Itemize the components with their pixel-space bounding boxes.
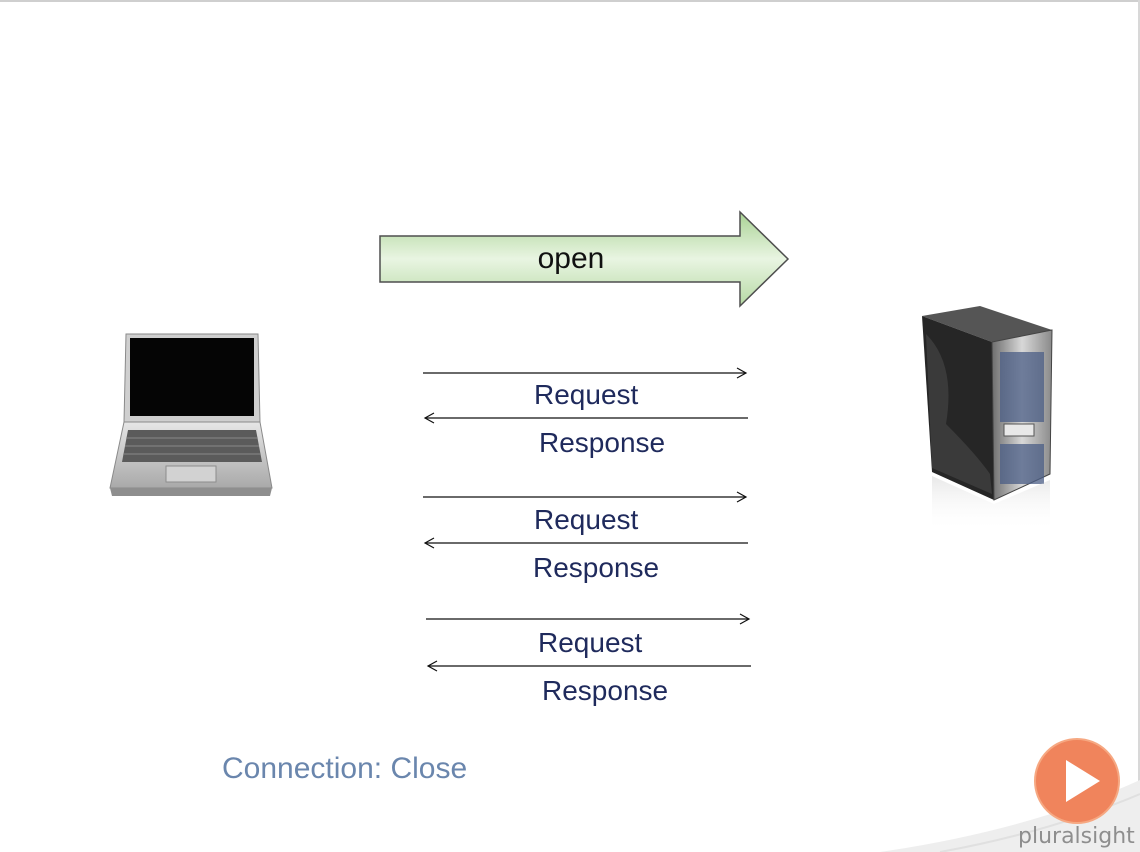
response-label: Response — [533, 552, 660, 583]
connection-close-note: Connection: Close — [222, 752, 468, 785]
play-icon[interactable] — [1034, 738, 1120, 824]
request-label: Request — [534, 504, 639, 535]
response-label: Response — [542, 675, 669, 706]
request-label: Request — [538, 627, 643, 658]
request-arrow-1 — [423, 367, 748, 379]
pluralsight-logo-text: pluralsight — [1018, 824, 1135, 849]
response-arrow-2 — [423, 537, 748, 549]
response-label: Response — [539, 427, 666, 458]
slide-top-border — [0, 0, 1140, 2]
response-arrow-1 — [423, 412, 748, 424]
request-arrow-3 — [426, 613, 751, 625]
slide-right-border — [1138, 0, 1140, 852]
brand-swoosh — [880, 780, 1140, 852]
open-label: open — [537, 242, 605, 275]
laptop-icon — [109, 333, 273, 496]
request-label: Request — [534, 379, 639, 410]
open-connection-arrow — [379, 210, 790, 308]
request-arrow-2 — [423, 491, 748, 503]
response-arrow-3 — [426, 660, 751, 672]
server-icon — [922, 306, 1053, 532]
